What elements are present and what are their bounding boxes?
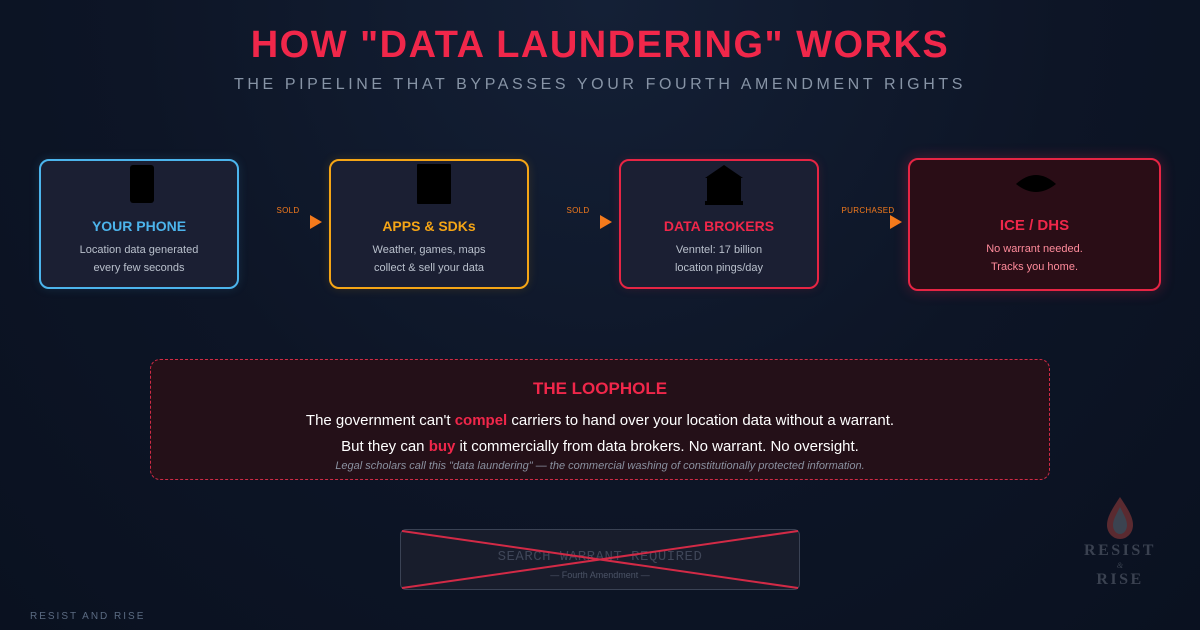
page-title: HOW "DATA LAUNDERING" WORKS xyxy=(250,24,950,66)
loophole-line-1: The government can't compel carriers to … xyxy=(305,412,895,429)
pipeline-card-desc: Location data generated every few second… xyxy=(79,244,199,274)
connector-label: PURCHASED xyxy=(841,206,895,215)
brand-line-1: RESIST xyxy=(1084,542,1156,559)
emphasis-buy: buy xyxy=(428,438,456,455)
connector-label: SOLD xyxy=(566,206,590,215)
building-icon xyxy=(621,161,817,211)
brand-amp: & xyxy=(1116,561,1124,570)
pipeline-card-data-brokers: DATA BROKERS Venntel: 17 billion locatio… xyxy=(619,159,819,289)
warrant-badge: SEARCH WARRANT REQUIRED — Fourth Amendme… xyxy=(400,529,800,590)
emphasis-compel: compel xyxy=(454,412,508,429)
pipeline-card-desc: No warrant needed. Tracks you home. xyxy=(986,243,1083,273)
footer-label: RESIST AND RISE xyxy=(30,611,146,622)
arrow-right-icon xyxy=(890,215,902,229)
pipeline-card-desc: Weather, games, maps collect & sell your… xyxy=(372,244,486,274)
connector-sold-2: SOLD xyxy=(538,206,618,229)
connector-label: SOLD xyxy=(276,206,300,215)
phone-icon xyxy=(41,161,237,211)
loophole-note: Legal scholars call this "data launderin… xyxy=(335,460,865,472)
pipeline-card-apps: APPS & SDKs Weather, games, maps collect… xyxy=(329,159,529,289)
loophole-box: THE LOOPHOLE The government can't compel… xyxy=(150,359,1050,480)
pipeline-card-desc: Venntel: 17 billion location pings/day xyxy=(674,244,764,274)
cross-out-icon xyxy=(401,530,799,589)
pipeline-card-phone: YOUR PHONE Location data generated every… xyxy=(39,159,239,289)
brand-line-2: RISE xyxy=(1096,571,1144,588)
warrant-subtext: — Fourth Amendment — xyxy=(550,570,650,580)
apps-icon xyxy=(331,161,527,211)
flame-drop-icon xyxy=(1107,497,1133,539)
page-subtitle: THE PIPELINE THAT BYPASSES YOUR FOURTH A… xyxy=(233,76,967,93)
connector-purchased: PURCHASED xyxy=(828,206,908,229)
connector-sold-1: SOLD xyxy=(248,206,328,229)
arrow-right-icon xyxy=(310,215,322,229)
pipeline-card-title: ICE / DHS xyxy=(999,217,1070,234)
pipeline-card-title: YOUR PHONE xyxy=(91,218,187,234)
pipeline-card-title: DATA BROKERS xyxy=(663,218,775,234)
arrow-right-icon xyxy=(600,215,612,229)
brand-logo: RESIST & RISE xyxy=(1070,495,1170,595)
loophole-line-2: But they can buy it commercially from da… xyxy=(341,438,859,455)
eye-icon xyxy=(910,160,1159,210)
loophole-title: THE LOOPHOLE xyxy=(532,379,668,398)
pipeline-card-ice-dhs: ICE / DHS No warrant needed. Tracks you … xyxy=(908,158,1161,291)
pipeline-card-title: APPS & SDKs xyxy=(382,218,476,234)
